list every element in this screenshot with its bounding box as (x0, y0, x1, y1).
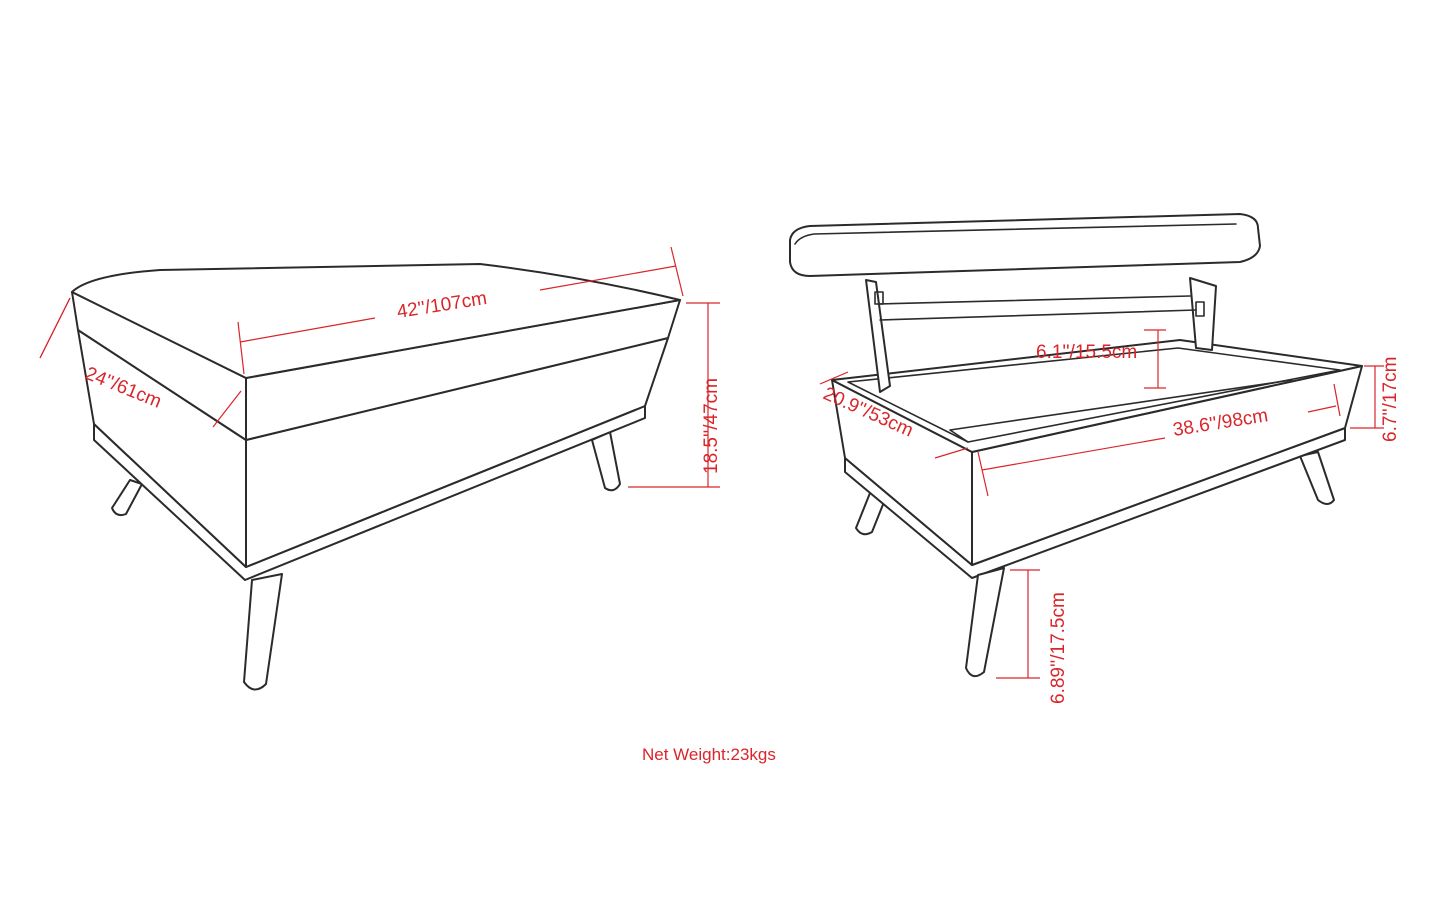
open-box-rim (831, 339, 1363, 453)
open-front-leg (965, 567, 1005, 678)
net-weight-label: Net Weight:23kgs (642, 745, 776, 764)
open-back-right-leg (1299, 451, 1335, 505)
closed-lid-top (71, 263, 681, 379)
open-ottoman-drawing (789, 213, 1363, 678)
closed-height-label: 18.5''/47cm (701, 378, 722, 474)
closed-front-left-leg (243, 573, 283, 691)
open-box-height-label: 6.7''/17cm (1380, 357, 1401, 442)
open-box-cavity (847, 347, 1341, 443)
closed-back-right-leg (591, 431, 621, 492)
closed-back-left-leg (111, 479, 143, 517)
open-lift-arm-left (865, 279, 891, 393)
open-raised-lid (789, 213, 1261, 277)
open-storage-depth-label: 6.1''/15.5cm (1036, 342, 1137, 363)
open-leg-height-label: 6.89''/17.5cm (1048, 592, 1069, 704)
closed-ottoman-drawing (71, 263, 681, 691)
open-lift-arm-right (1189, 277, 1217, 351)
